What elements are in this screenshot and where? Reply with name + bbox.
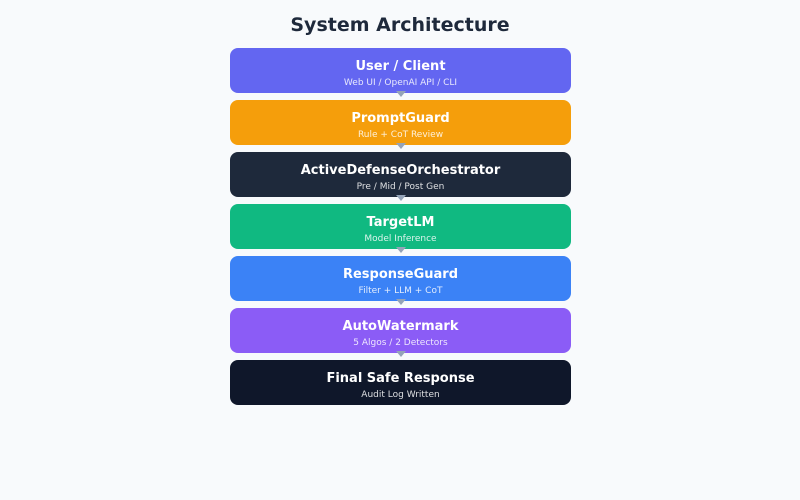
down-arrow-icon [395,143,406,149]
layer-sublabel: Filter + LLM + CoT [358,286,443,296]
down-arrow-icon [395,195,406,201]
layer-sublabel: Audit Log Written [361,390,440,400]
layer-sublabel: 5 Algos / 2 Detectors [353,338,448,348]
layer-sublabel: Rule + CoT Review [357,130,444,140]
layer-target-lm: TargetLM Model Inference [230,204,571,253]
layer-label: ActiveDefenseOrchestrator [300,163,501,178]
layer-user-client: User / Client Web UI / OpenAI API / CLI [230,48,571,97]
layer-sublabel: Pre / Mid / Post Gen [356,182,445,192]
layer-sublabel: Web UI / OpenAI API / CLI [343,78,458,88]
down-arrow-icon [395,247,406,253]
layer-active-defense-orchestrator: ActiveDefenseOrchestrator Pre / Mid / Po… [230,152,571,201]
down-arrow-icon [395,351,406,357]
layer-label: User / Client [355,59,446,74]
diagram-title: System Architecture [290,14,510,36]
layer-auto-watermark: AutoWatermark 5 Algos / 2 Detectors [230,308,571,357]
down-arrow-icon [395,91,406,97]
layer-label: Final Safe Response [326,371,475,386]
layer-label: AutoWatermark [342,319,459,334]
layer-label: PromptGuard [351,111,450,126]
layer-sublabel: Model Inference [364,234,437,244]
layer-final-safe-response: Final Safe Response Audit Log Written [230,360,571,405]
layer-prompt-guard: PromptGuard Rule + CoT Review [230,100,571,149]
down-arrow-icon [395,299,406,305]
architecture-stack: User / Client Web UI / OpenAI API / CLI … [230,48,571,412]
layer-label: ResponseGuard [342,267,459,282]
layer-response-guard: ResponseGuard Filter + LLM + CoT [230,256,571,305]
layer-label: TargetLM [366,215,435,230]
